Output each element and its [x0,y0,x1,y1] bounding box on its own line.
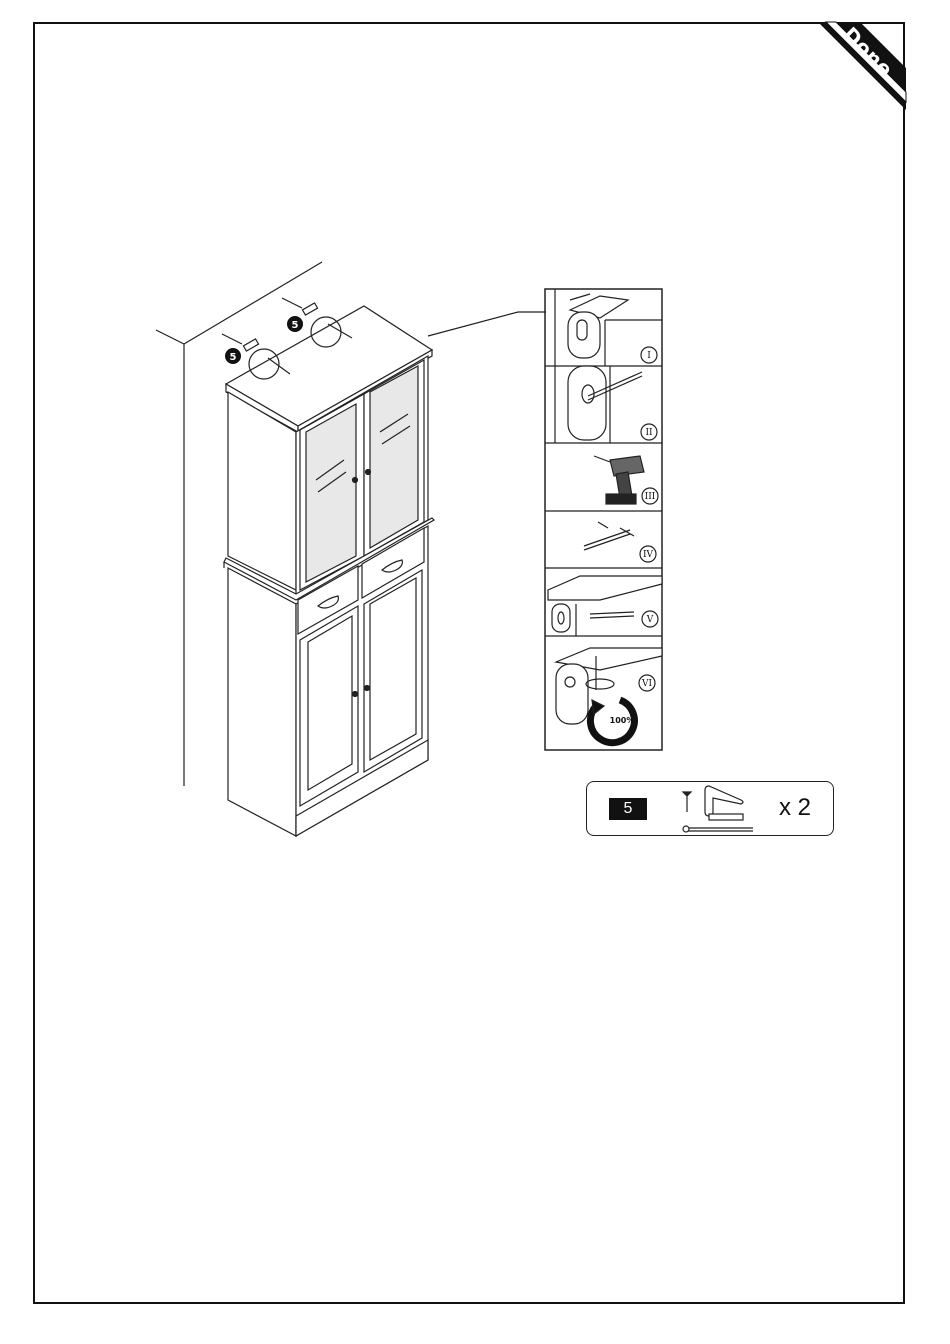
detail-panel: I II III IV V VI 100% [0,0,950,760]
step-2-illustration [555,366,657,443]
parts-badge: 5 [609,798,647,820]
tighten-percent: 100% [610,716,635,725]
step-6-illustration [556,648,662,743]
step-6-numeral: VI [641,679,652,689]
step-5-illustration [548,576,662,636]
step-2-numeral: II [645,428,653,438]
step-1-illustration [555,289,662,366]
step-3-numeral: III [645,492,656,502]
parts-quantity: x 2 [779,794,811,822]
step-1-numeral: I [647,351,651,361]
step-5-numeral: V [646,615,654,625]
parts-box: 5 x 2 [586,781,834,836]
hardware-icon [679,782,779,837]
step-4-numeral: IV [643,550,654,560]
